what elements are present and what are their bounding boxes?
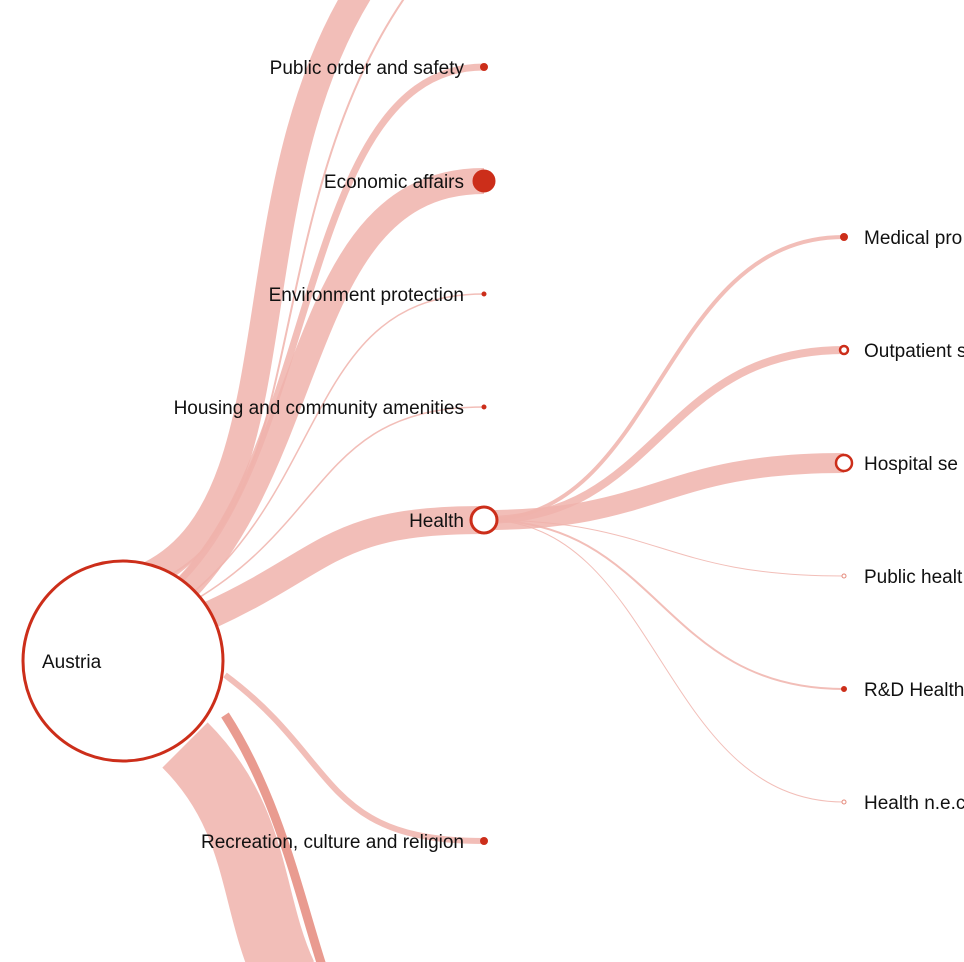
node-circle[interactable] <box>480 63 488 71</box>
node-economic-affairs[interactable]: Economic affairs <box>324 169 496 193</box>
link-environment-protection <box>189 293 485 596</box>
node-rd-health[interactable]: R&D Health <box>841 680 964 701</box>
node-recreation-culture-and-religion[interactable]: Recreation, culture and religion <box>201 832 488 853</box>
link-offscreen-bottom <box>161 722 315 962</box>
node-circle[interactable] <box>838 344 850 356</box>
node-label: Health <box>409 511 464 532</box>
node-circle[interactable] <box>834 453 854 473</box>
link-rd-health <box>483 519 845 690</box>
node-medical-products[interactable]: Medical pro <box>840 228 963 249</box>
node-public-health[interactable]: Public healt <box>841 567 963 588</box>
links-level2 <box>483 235 845 803</box>
link-public-health <box>483 519 845 577</box>
node-health-nec[interactable]: Health n.e.c <box>841 793 964 814</box>
links-level1 <box>161 63 485 962</box>
node-label: Hospital se <box>864 454 958 475</box>
node-circle[interactable] <box>469 505 499 535</box>
node-hospital-services[interactable]: Hospital se <box>834 453 958 475</box>
root-node-circle[interactable] <box>21 559 225 763</box>
node-environment-protection[interactable]: Environment protection <box>269 285 487 306</box>
node-circle[interactable] <box>841 799 847 805</box>
node-label: Recreation, culture and religion <box>201 832 464 853</box>
node-circle[interactable] <box>841 573 847 579</box>
node-label: Public healt <box>864 567 963 588</box>
node-outpatient-services[interactable]: Outpatient s <box>838 341 964 362</box>
node-circle[interactable] <box>480 837 488 845</box>
link-recreation-culture-and-religion <box>223 672 485 844</box>
node-circle[interactable] <box>841 686 847 692</box>
node-label: Medical pro <box>864 228 962 249</box>
link-health-nec <box>483 519 845 803</box>
node-label: Environment protection <box>269 285 464 306</box>
node-label: Outpatient s <box>864 341 964 362</box>
node-label: Economic affairs <box>324 172 464 193</box>
node-housing-and-community-amenities[interactable]: Housing and community amenities <box>174 398 487 419</box>
node-public-order-and-safety[interactable]: Public order and safety <box>270 58 488 79</box>
root-node-label: Austria <box>42 652 102 673</box>
node-health[interactable]: Health <box>409 505 499 535</box>
link-health <box>204 506 485 628</box>
link-offscreen-bottom-inner <box>221 712 326 962</box>
link-housing-and-community-amenities <box>194 406 485 601</box>
link-economic-affairs <box>175 168 485 600</box>
node-circle[interactable] <box>840 233 848 241</box>
link-hospital-services <box>483 453 845 530</box>
node-label: R&D Health <box>864 680 964 701</box>
node-circle[interactable] <box>481 291 487 297</box>
node-label: Health n.e.c <box>864 793 964 814</box>
node-circle[interactable] <box>481 404 487 410</box>
node-label: Public order and safety <box>270 58 465 79</box>
node-label: Housing and community amenities <box>174 398 464 419</box>
link-offscreen-1 <box>143 0 371 588</box>
node-circle[interactable] <box>472 169 496 193</box>
node-austria[interactable]: Austria <box>21 559 225 763</box>
link-medical-products <box>483 235 845 522</box>
